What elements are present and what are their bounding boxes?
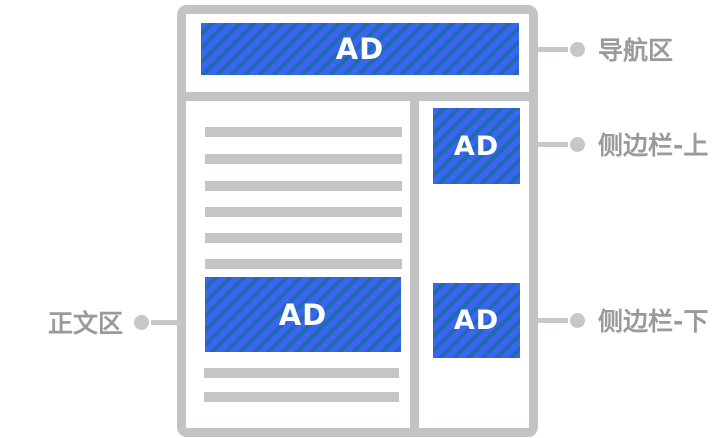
- callout-dot-icon: [570, 312, 585, 328]
- sidebar-divider: [410, 101, 419, 428]
- text-line-placeholder: [205, 207, 402, 217]
- text-line-placeholder: [204, 392, 399, 402]
- content-ad: AD: [205, 277, 401, 352]
- sidebar-bottom-ad: AD: [433, 283, 520, 358]
- callout-line: [538, 141, 568, 147]
- callout-sidebar-top-label: 侧边栏-上: [598, 131, 709, 160]
- callout-content-label: 正文区: [48, 309, 124, 338]
- text-line-placeholder: [205, 259, 402, 269]
- text-line-placeholder: [204, 368, 399, 378]
- callout-line: [538, 317, 568, 323]
- callout-nav: 导航区: [538, 33, 673, 65]
- text-line-placeholder: [205, 127, 402, 137]
- page-wireframe: AD AD AD AD: [177, 5, 538, 437]
- nav-banner-ad: AD: [201, 23, 519, 75]
- callout-content: 正文区: [48, 306, 182, 338]
- text-line-placeholder: [205, 154, 402, 164]
- callout-nav-label: 导航区: [598, 36, 674, 65]
- header-divider: [186, 92, 529, 101]
- callout-dot-icon: [570, 41, 585, 57]
- text-line-placeholder: [205, 181, 402, 191]
- sidebar-top-ad: AD: [433, 108, 520, 184]
- callout-dot-icon: [570, 136, 585, 152]
- callout-sidebar-bottom: 侧边栏-下: [538, 304, 708, 336]
- callout-line: [538, 46, 568, 52]
- page-wireframe-inner: AD AD AD AD: [186, 14, 529, 428]
- callout-sidebar-bottom-label: 侧边栏-下: [598, 307, 709, 336]
- callout-dot-icon: [134, 314, 150, 330]
- text-line-placeholder: [205, 233, 402, 243]
- callout-sidebar-top: 侧边栏-上: [538, 128, 708, 160]
- callout-line: [151, 319, 182, 325]
